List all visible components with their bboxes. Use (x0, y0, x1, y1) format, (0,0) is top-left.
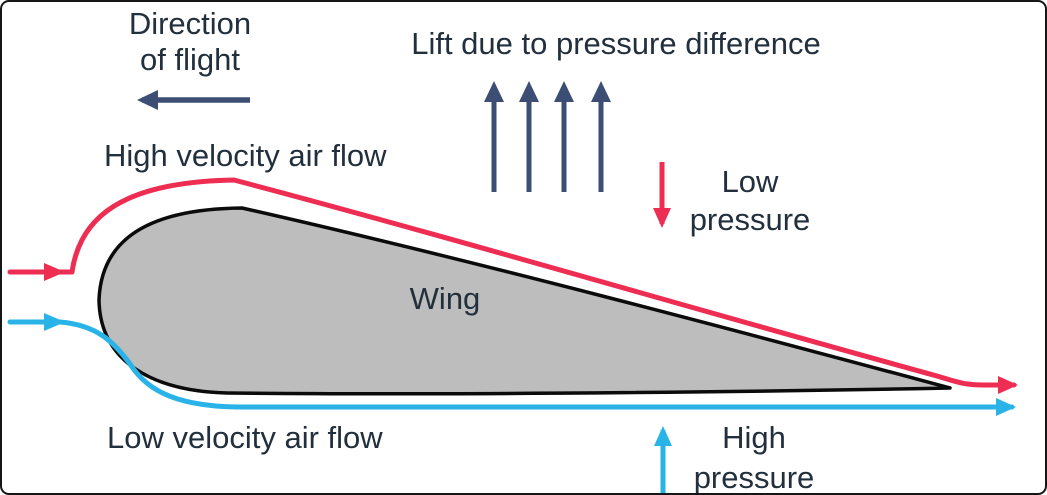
high-velocity-label: High velocity air flow (104, 138, 387, 173)
low-pressure-label-line2: pressure (690, 202, 811, 237)
wing-label: Wing (410, 281, 481, 316)
direction-of-flight-label-line2: of flight (140, 42, 240, 77)
wing-shape (97, 206, 952, 396)
high-velocity-flow-line (7, 177, 1018, 394)
high-pressure-label-line1: High (722, 420, 786, 455)
low-velocity-flow-line (7, 319, 1016, 416)
low-pressure-label-line1: Low (722, 164, 779, 199)
lift-label: Lift due to pressure difference (411, 26, 821, 61)
low-velocity-label: Low velocity air flow (107, 420, 383, 455)
cyan-inlet-arrowhead (44, 313, 65, 331)
red-inlet-arrowhead (44, 263, 65, 281)
high-pressure-label-line2: pressure (694, 460, 815, 495)
direction-of-flight-label-line1: Direction (129, 6, 251, 41)
